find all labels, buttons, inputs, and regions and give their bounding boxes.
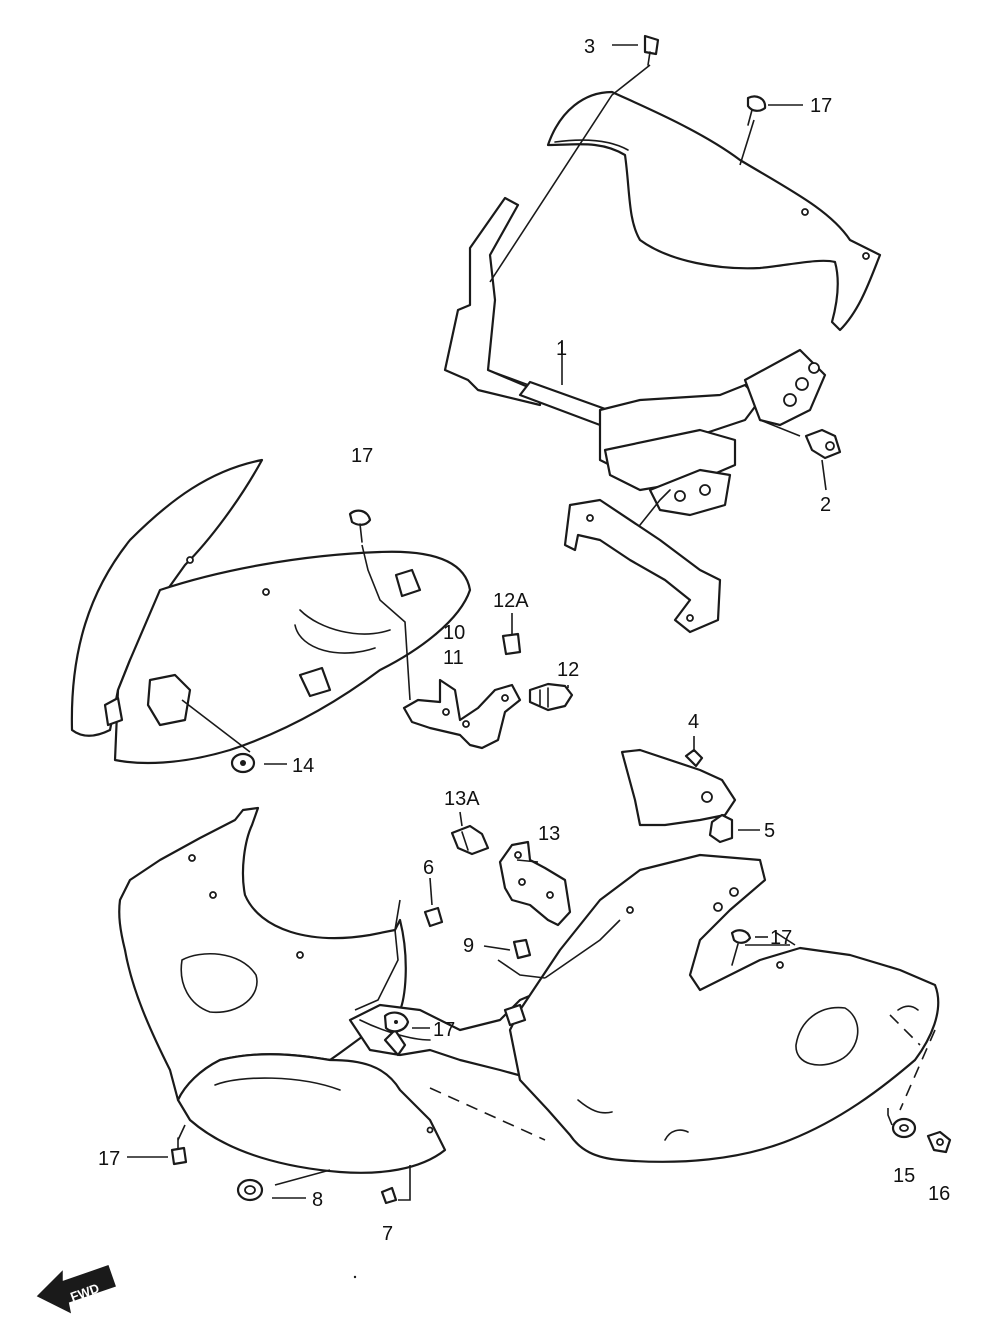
nut-6 (423, 906, 444, 928)
stray-dot (353, 1275, 357, 1279)
screw-17-top (746, 95, 767, 126)
callout-4: 4 (688, 711, 699, 733)
callout-16: 16 (928, 1183, 950, 1205)
bracket-13 (498, 840, 572, 927)
clip-12a (501, 632, 522, 656)
callout-3: 3 (584, 36, 595, 58)
callout-2: 2 (820, 494, 831, 516)
callout-17-mid: 17 (433, 1019, 455, 1041)
nut-15 (891, 1117, 917, 1139)
screw-4 (684, 748, 704, 768)
callout-15: 15 (893, 1165, 915, 1187)
lower-cowling-left (118, 806, 447, 1174)
upper-windscreen (546, 90, 882, 332)
callout-8: 8 (312, 1189, 323, 1211)
screw-17-right (730, 929, 752, 966)
side-cowling-upper (70, 458, 472, 765)
assembly-lines (127, 44, 936, 1201)
bolt-12 (528, 682, 574, 712)
callout-12: 12 (557, 659, 579, 681)
bolt-13a (450, 824, 490, 856)
callout-10: 10 (443, 622, 465, 644)
screw-16 (926, 1130, 952, 1154)
callout-14: 14 (292, 755, 314, 777)
callout-7: 7 (382, 1223, 393, 1245)
screw-3 (643, 34, 660, 66)
bolt-8 (236, 1178, 264, 1202)
callout-9: 9 (463, 935, 474, 957)
callout-13: 13 (538, 823, 560, 845)
clip-9 (512, 938, 532, 960)
screw-17-mid (383, 1011, 410, 1033)
callout-6: 6 (423, 857, 434, 879)
forward-arrow-icon: FWD (36, 1265, 116, 1314)
cowling-brace (443, 196, 827, 634)
callout-13a: 13A (444, 788, 480, 810)
callout-labels: 1 2 3 17 17 12A 10 11 12 14 4 5 13A 13 6… (98, 36, 950, 1245)
callout-17-left: 17 (351, 445, 373, 467)
callout-17-bottom: 17 (98, 1148, 120, 1170)
callout-12a: 12A (493, 590, 529, 612)
callout-1: 1 (556, 338, 567, 360)
screw-17-bottom (170, 1137, 188, 1166)
grommet-5 (708, 813, 734, 844)
lower-cowling-right (503, 853, 940, 1163)
callout-5: 5 (764, 820, 775, 842)
screw-7 (380, 1186, 398, 1205)
screw-17-left (348, 509, 372, 543)
cover-plate (620, 748, 737, 827)
callout-11: 11 (443, 647, 464, 669)
nut-14 (230, 752, 256, 774)
bolt-2 (804, 428, 842, 460)
callout-17-top: 17 (810, 95, 832, 117)
cowling-bracket (402, 678, 522, 750)
callout-17-right: 17 (770, 927, 792, 949)
